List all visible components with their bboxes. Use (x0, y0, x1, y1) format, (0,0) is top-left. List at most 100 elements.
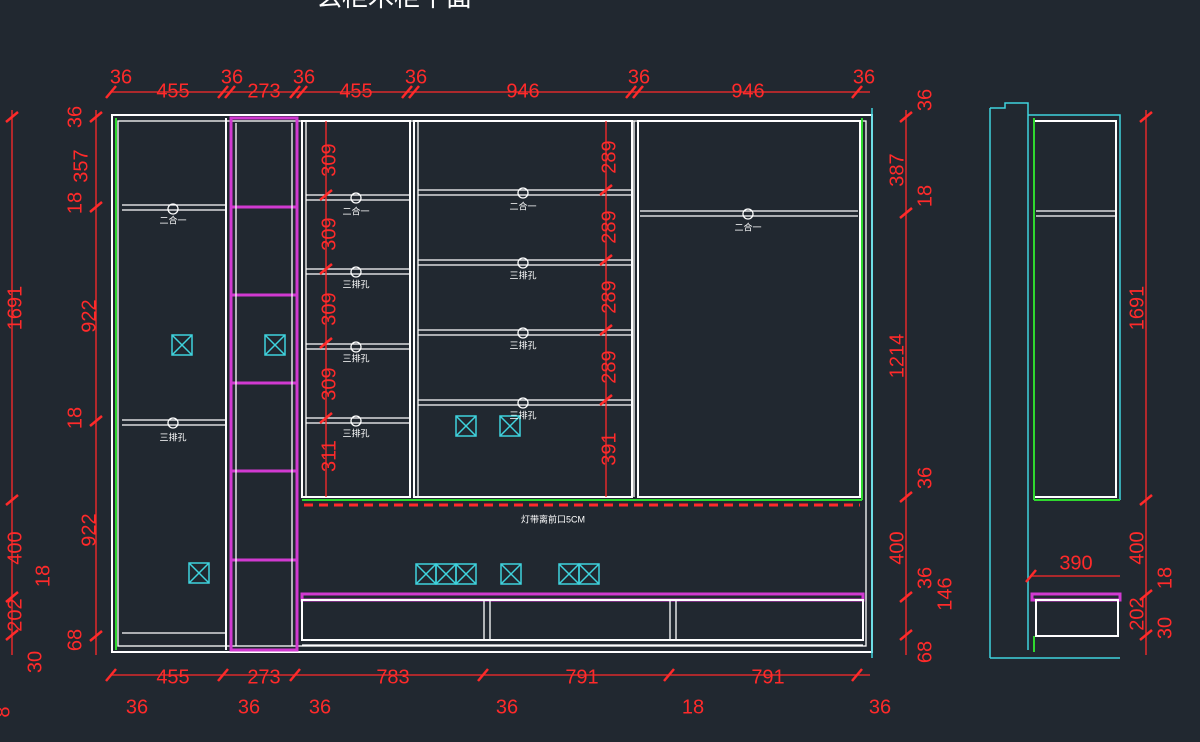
note-label-n1: 二合一 (159, 214, 186, 225)
note-label-n4: 三排孔 (342, 278, 369, 289)
dimension-label-l11: 202 (4, 598, 26, 631)
dimension-label-b9: 36 (496, 696, 518, 718)
dimension-label-s4: 18 (1154, 567, 1176, 589)
fitting-icon (350, 192, 362, 204)
note-group: 二合一三排孔二合一三排孔三排孔三排孔二合一三排孔三排孔三排孔二合一灯带离前口5C… (159, 200, 761, 524)
note-label-n3: 二合一 (342, 205, 369, 216)
connector-fittings (167, 187, 754, 429)
dimension-label-r6: 400 (886, 531, 908, 564)
dimension-label-t11: 36 (853, 66, 875, 88)
dimension-label-l10: 18 (32, 565, 54, 587)
dimension-label-s3: 400 (1126, 531, 1148, 564)
hinge-box-icon (578, 563, 600, 585)
dimension-label-r5: 36 (914, 467, 936, 489)
dimension-label-b6: 36 (126, 696, 148, 718)
dimension-label-s6: 30 (1154, 617, 1176, 639)
dimension-label-m7: 289 (598, 210, 620, 243)
fitting-icon (350, 341, 362, 353)
dimension-label-b1: 455 (156, 666, 189, 688)
fitting-icon (517, 257, 529, 269)
note-label-n2: 三排孔 (159, 431, 186, 442)
note-label-n5: 三排孔 (342, 352, 369, 363)
dimension-label-t7: 36 (405, 66, 427, 88)
fitting-icon (517, 397, 529, 409)
dimension-label-t6: 455 (339, 80, 372, 102)
dimension-lines (5, 85, 913, 682)
dimension-label-l8: 1691 (4, 286, 26, 331)
fitting-icon (350, 415, 362, 427)
note-label-n10: 三排孔 (509, 409, 536, 420)
hinge-box-icon (500, 563, 522, 585)
dimension-label-m6: 289 (598, 140, 620, 173)
side-profile (989, 102, 1121, 658)
note-label-n12: 灯带离前口5CM (521, 513, 585, 524)
dimension-label-m3: 309 (318, 292, 340, 325)
dimension-label-m1: 309 (318, 143, 340, 176)
dimension-label-b4: 791 (565, 666, 598, 688)
hardware-markers (171, 334, 600, 585)
dimension-label-l6: 922 (78, 513, 100, 546)
dimension-label-l3: 18 (64, 192, 86, 214)
dimension-label-r2: 387 (886, 153, 908, 186)
hinge-box-icon (558, 563, 580, 585)
hinge-box-icon (415, 563, 437, 585)
dimension-label-t1: 36 (110, 66, 132, 88)
note-label-n11: 二合一 (734, 221, 761, 232)
side-drawer (1035, 599, 1119, 637)
fitting-icon (350, 266, 362, 278)
hinge-box-icon (499, 415, 521, 437)
dimension-label-t3: 36 (221, 66, 243, 88)
dimension-label-b7: 36 (238, 696, 260, 718)
dimension-label-l7: 68 (64, 629, 86, 651)
dimension-label-m4: 309 (318, 367, 340, 400)
upper-cabinet-c (637, 120, 861, 498)
dimension-label-b10: 18 (682, 696, 704, 718)
fitting-icon (517, 327, 529, 339)
dimension-label-b8: 36 (309, 696, 331, 718)
dimension-label-l9: 400 (4, 531, 26, 564)
drawing-title: 玄柜木柜平面 (316, 0, 472, 12)
hinge-box-icon (188, 562, 210, 584)
dimension-label-l2: 357 (70, 149, 92, 182)
hinge-box-icon (455, 563, 477, 585)
dimension-label-r3: 18 (914, 185, 936, 207)
dimension-label-b2: 273 (247, 666, 280, 688)
dimension-label-b11: 36 (869, 696, 891, 718)
dimension-label-r8: 146 (934, 577, 956, 610)
hinge-box-icon (171, 334, 193, 356)
dimension-label-r4: 1214 (886, 334, 908, 379)
dim-left-group: 36357189221892268169140018202308 (0, 106, 100, 718)
dimension-label-r1: 36 (914, 89, 936, 111)
side-upper-cabinet (1033, 120, 1117, 498)
upper-cabinet-a (301, 120, 411, 498)
note-label-n8: 三排孔 (509, 269, 536, 280)
dimension-label-m8: 289 (598, 280, 620, 313)
dimension-label-r9: 68 (914, 641, 936, 663)
hinge-box-icon (264, 334, 286, 356)
dimension-label-l4: 922 (78, 299, 100, 332)
fitting-icon (167, 417, 179, 429)
dimension-label-m2: 309 (318, 217, 340, 250)
dimension-label-s2: 390 (1059, 552, 1092, 574)
upper-cabinet-b (413, 120, 633, 498)
dimension-label-m9: 289 (598, 350, 620, 383)
note-label-n7: 二合一 (509, 200, 536, 211)
dimension-label-l12: 30 (24, 651, 46, 673)
dimension-label-s5: 202 (1126, 597, 1148, 630)
dimension-label-l5: 18 (64, 407, 86, 429)
fitting-icon (517, 187, 529, 199)
dimension-label-t10: 946 (731, 80, 764, 102)
dimension-label-t4: 273 (247, 80, 280, 102)
dimension-label-l13: 8 (0, 706, 14, 717)
dimension-label-r7: 36 (914, 567, 936, 589)
drawer-base (301, 599, 864, 641)
fitting-icon (167, 203, 179, 215)
dimension-label-m10: 391 (598, 432, 620, 465)
